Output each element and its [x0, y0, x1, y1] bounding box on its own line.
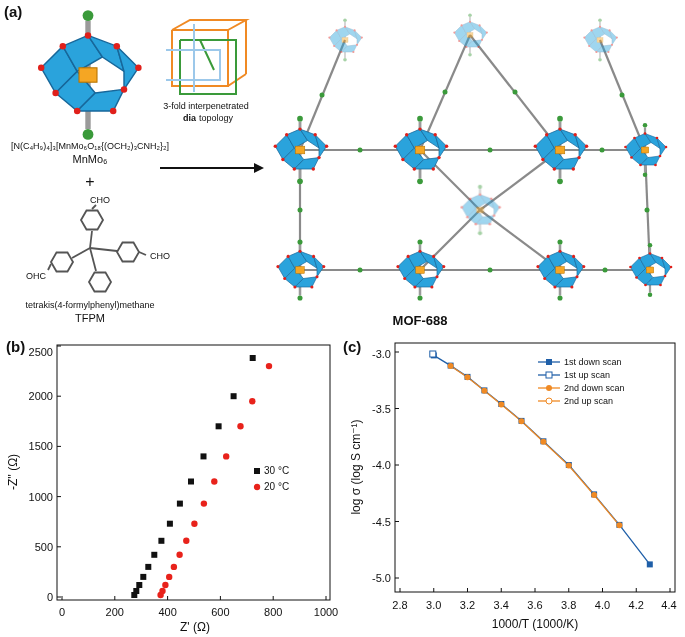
arrhenius-plot: [395, 343, 675, 592]
legend-text: 1st up scan: [564, 370, 610, 380]
nyquist-plot: [57, 345, 330, 600]
topology-label: 3-fold interpenetrated: [163, 101, 249, 111]
axis-title: log σ (log S cm⁻¹): [350, 419, 364, 514]
group-label: CHO: [90, 195, 110, 205]
legend-text: 20 °C: [264, 481, 289, 493]
compound-name: tetrakis(4-formylphenyl)methane: [25, 300, 154, 310]
topology-label: topology: [199, 113, 233, 123]
legend-text: 30 °C: [264, 465, 289, 477]
legend-text: 2nd down scan: [564, 383, 625, 393]
axis-title: Z' (Ω): [180, 621, 210, 635]
topology-label: dia: [183, 113, 196, 123]
tick-label: 500: [35, 540, 53, 553]
tick-label: 1000: [314, 606, 338, 619]
tick-label: -3.0: [372, 348, 391, 361]
mnmo6-cluster: [38, 10, 142, 140]
tick-label: 4.4: [661, 599, 676, 612]
tick-label: 2000: [29, 390, 53, 403]
axis-title: -Z'' (Ω): [7, 454, 21, 490]
panel-label: (b): [6, 338, 25, 355]
compound-name: TFPM: [75, 312, 105, 325]
panel-label: (a): [4, 3, 22, 20]
tick-label: 1500: [29, 440, 53, 453]
tick-label: 3.6: [527, 599, 542, 612]
formula: [N(C₄H₉)₄]₃[MnMo₆O₁₈{(OCH₂)₃CNH₂}₂]: [11, 141, 169, 151]
axis-title: 1000/T (1000/K): [492, 618, 579, 632]
tick-label: 400: [158, 606, 176, 619]
tick-label: 2.8: [392, 599, 407, 612]
group-label: CHO: [150, 251, 170, 261]
legend-text: 2nd up scan: [564, 396, 613, 406]
tick-label: 1000: [29, 490, 53, 503]
tick-label: 800: [264, 606, 282, 619]
tick-label: -4.0: [372, 459, 391, 472]
structure-name: MOF-688: [393, 314, 448, 329]
tick-label: -4.5: [372, 515, 391, 528]
legend-text: 1st down scan: [564, 357, 622, 367]
tick-label: 2500: [29, 346, 53, 359]
tfpm-molecule: [48, 205, 146, 292]
reaction-arrow: [160, 167, 262, 169]
tick-label: -3.5: [372, 402, 391, 415]
mof-688-structure: [274, 13, 673, 300]
compound-name: MnMo₆: [73, 153, 108, 166]
group-label: OHC: [26, 271, 46, 281]
tick-label: 4.2: [629, 599, 644, 612]
tick-label: 200: [106, 606, 124, 619]
tick-label: 4.0: [595, 599, 610, 612]
tick-label: -5.0: [372, 572, 391, 585]
tick-label: 0: [47, 591, 53, 604]
tick-label: 0: [59, 606, 65, 619]
tick-label: 3.4: [494, 599, 509, 612]
plus-sign: +: [85, 173, 94, 191]
tick-label: 3.2: [460, 599, 475, 612]
tick-label: 3.8: [561, 599, 576, 612]
dia-topology: [166, 20, 246, 94]
tick-label: 600: [211, 606, 229, 619]
panel-label: (c): [343, 338, 361, 355]
tick-label: 3.0: [426, 599, 441, 612]
